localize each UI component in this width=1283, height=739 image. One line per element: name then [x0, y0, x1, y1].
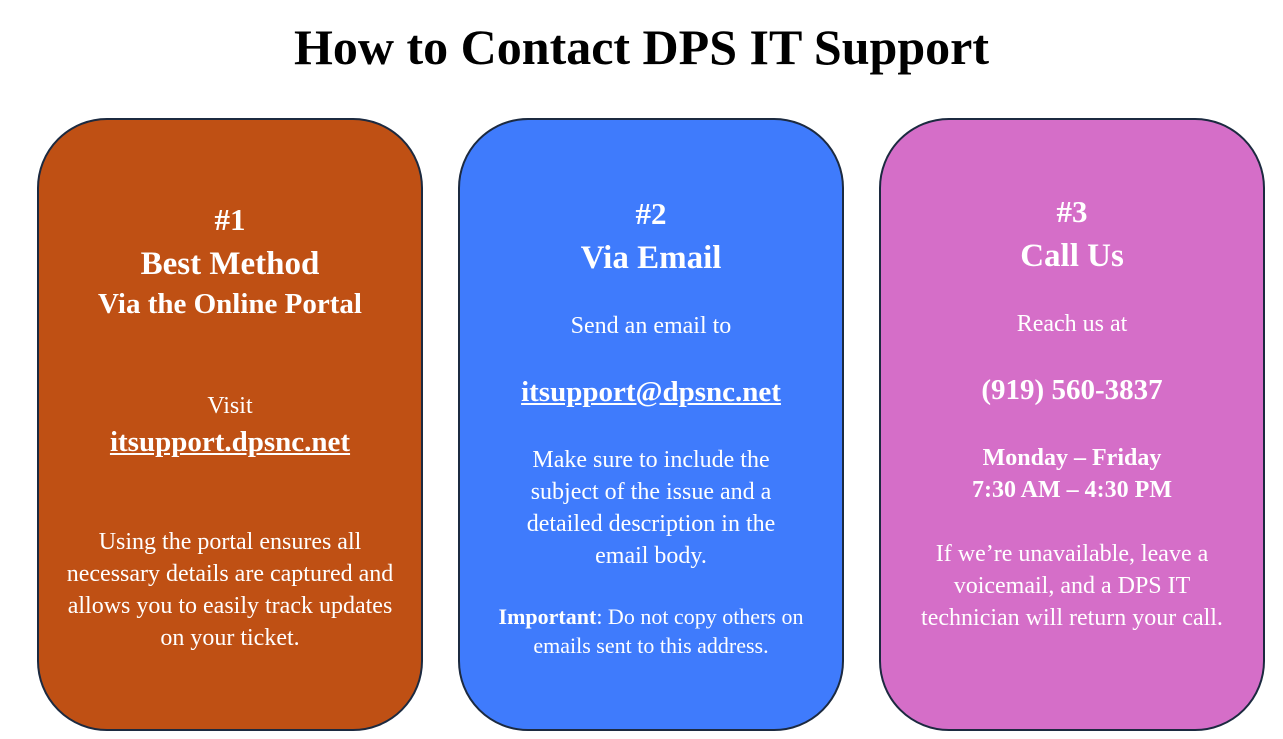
page-title: How to Contact DPS IT Support	[294, 19, 989, 75]
visit-label: Visit	[207, 393, 253, 419]
phone-number[interactable]: (919) 560-3837	[981, 374, 1163, 406]
card-heading: Call Us	[1020, 238, 1124, 274]
card-subheading: Via the Online Portal	[98, 288, 362, 320]
card-online-portal: #1 Best Method Via the Online Portal Vis…	[37, 118, 423, 731]
portal-link[interactable]: itsupport.dpsnc.net	[109, 426, 351, 458]
support-days: Monday – Friday	[982, 445, 1162, 471]
card-number: #1	[214, 202, 246, 237]
important-label: Important	[498, 604, 597, 629]
phone-intro: Reach us at	[1016, 311, 1128, 337]
card-heading: Via Email	[580, 240, 722, 276]
important-text: : Do not copy others on emails sent to t…	[533, 604, 804, 658]
card-description: Using the portal ensures all necessary d…	[66, 529, 394, 651]
email-link[interactable]: itsupport@dpsnc.net	[521, 376, 781, 408]
email-intro: Send an email to	[570, 313, 732, 339]
important-note: Important: Do not copy others on emails …	[460, 602, 842, 660]
card-phone: #3 Call Us Reach us at (919) 560-3837 Mo…	[879, 118, 1265, 731]
card-number: #2	[635, 196, 667, 231]
card-description: If we’re unavailable, leave a voicemail,…	[921, 541, 1223, 631]
card-description: Make sure to include the subject of the …	[526, 447, 776, 569]
card-heading: Best Method	[140, 246, 320, 282]
support-hours: 7:30 AM – 4:30 PM	[972, 477, 1172, 503]
card-number: #3	[1056, 194, 1088, 229]
card-email: #2 Via Email Send an email to itsupport@…	[458, 118, 844, 731]
